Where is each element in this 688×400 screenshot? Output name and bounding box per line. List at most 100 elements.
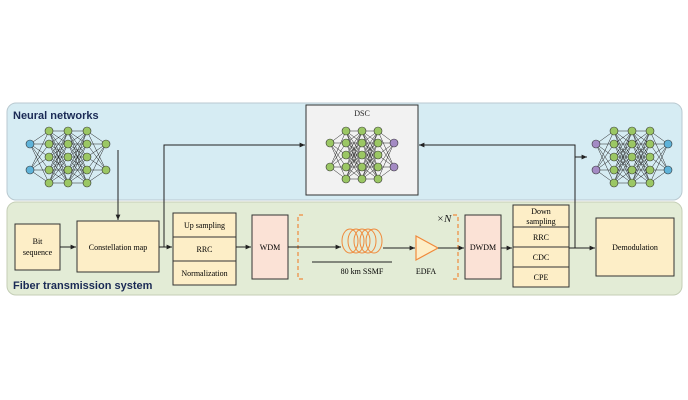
nn-edge (29, 143, 50, 171)
nn-edge (361, 142, 379, 180)
nn-edge (631, 130, 651, 171)
nn-edge (345, 130, 363, 180)
nn-edge (613, 143, 633, 184)
nn-edge (329, 142, 347, 168)
nn-node (341, 138, 351, 148)
nn-node (357, 126, 367, 136)
nn-node (101, 165, 111, 175)
nn-node (645, 152, 655, 162)
nn-node (44, 139, 54, 149)
nn-edge (48, 130, 69, 171)
nn-node (82, 126, 92, 136)
nn-node (591, 165, 601, 175)
neural-networks-title: Neural networks (13, 110, 99, 122)
nn-edge (329, 130, 347, 168)
nn-edge (86, 143, 107, 171)
nn-node (63, 178, 73, 188)
nn-node (609, 165, 619, 175)
nn-node (82, 178, 92, 188)
nn-edge (361, 130, 379, 168)
nn-node (101, 139, 111, 149)
nn-node (663, 165, 673, 175)
nn-node (645, 126, 655, 136)
fiber-loop-bracket-right (453, 214, 459, 280)
nn-node (325, 138, 335, 148)
nn-edge (631, 156, 651, 184)
nn-node (627, 165, 637, 175)
nn-edge (48, 143, 69, 184)
nn-node (63, 139, 73, 149)
nn-node (63, 152, 73, 162)
nn-node (341, 150, 351, 160)
nn-node (627, 178, 637, 188)
nn-node (63, 126, 73, 136)
nn-node (373, 174, 383, 184)
cpe-block (512, 266, 570, 288)
normalization-label: Normalization (181, 269, 227, 278)
down-sampling-label-1: Down (531, 207, 551, 216)
nn-node (357, 174, 367, 184)
nn-node (645, 178, 655, 188)
down-sampling-label-2: sampling (526, 217, 555, 226)
nn-edge (67, 130, 88, 158)
nn-edge (649, 143, 669, 184)
nn-edge (67, 156, 88, 184)
nn-node (357, 138, 367, 148)
nn-node (609, 152, 619, 162)
nn-node (44, 178, 54, 188)
wdm-label: WDM (260, 243, 280, 252)
rrc-rx-label: RRC (533, 233, 549, 242)
nn-edge (29, 130, 50, 171)
nn-node (627, 152, 637, 162)
demodulation-label: Demodulation (612, 243, 658, 252)
nn-node (82, 165, 92, 175)
nn-node (373, 126, 383, 136)
rrc-tx-label: RRC (196, 245, 212, 254)
nn-node (82, 152, 92, 162)
nn-node (591, 139, 601, 149)
nn-node (341, 174, 351, 184)
nn-node (82, 139, 92, 149)
nn-edge (48, 156, 69, 184)
normalization-block (172, 260, 237, 286)
nn-edge (613, 156, 633, 184)
nn-node (373, 162, 383, 172)
bit-sequence-label-1: Bit (33, 237, 44, 246)
nn-edge (377, 142, 395, 168)
nn-edge (67, 143, 88, 184)
nn-node (25, 139, 35, 149)
nn-node (357, 150, 367, 160)
rrc-tx-block (172, 236, 237, 262)
nn-node (325, 162, 335, 172)
receiver-neural-network (591, 126, 673, 188)
arrow-rx-to-dsc (419, 142, 576, 248)
fiber-coil-icon (341, 228, 383, 254)
loop-count-label: ×N (437, 213, 452, 225)
constellation-map-label: Constellation map (89, 243, 147, 252)
demodulation-block (595, 217, 675, 277)
nn-edge (361, 130, 379, 156)
up-sampling-block (172, 212, 237, 238)
nn-edge (345, 130, 363, 168)
constellation-map-block (76, 220, 160, 273)
nn-edge (67, 130, 88, 184)
dsc-label: DSC (354, 109, 370, 118)
nn-node (609, 178, 619, 188)
nn-edge (67, 130, 88, 171)
nn-edge (48, 130, 69, 158)
nn-node (627, 126, 637, 136)
nn-node (389, 162, 399, 172)
cpe-label: CPE (534, 273, 549, 282)
arrow-dsp-to-dsc (163, 142, 305, 247)
nn-edge (631, 130, 651, 184)
nn-edge (361, 130, 379, 180)
fiber-system-title: Fiber transmission system (13, 280, 153, 292)
nn-node (341, 162, 351, 172)
nn-node (44, 152, 54, 162)
edfa-label: EDFA (416, 267, 437, 276)
edfa-amplifier-icon (415, 234, 440, 262)
nn-edge (649, 143, 669, 171)
nn-node (25, 165, 35, 175)
nn-edge (345, 142, 363, 180)
